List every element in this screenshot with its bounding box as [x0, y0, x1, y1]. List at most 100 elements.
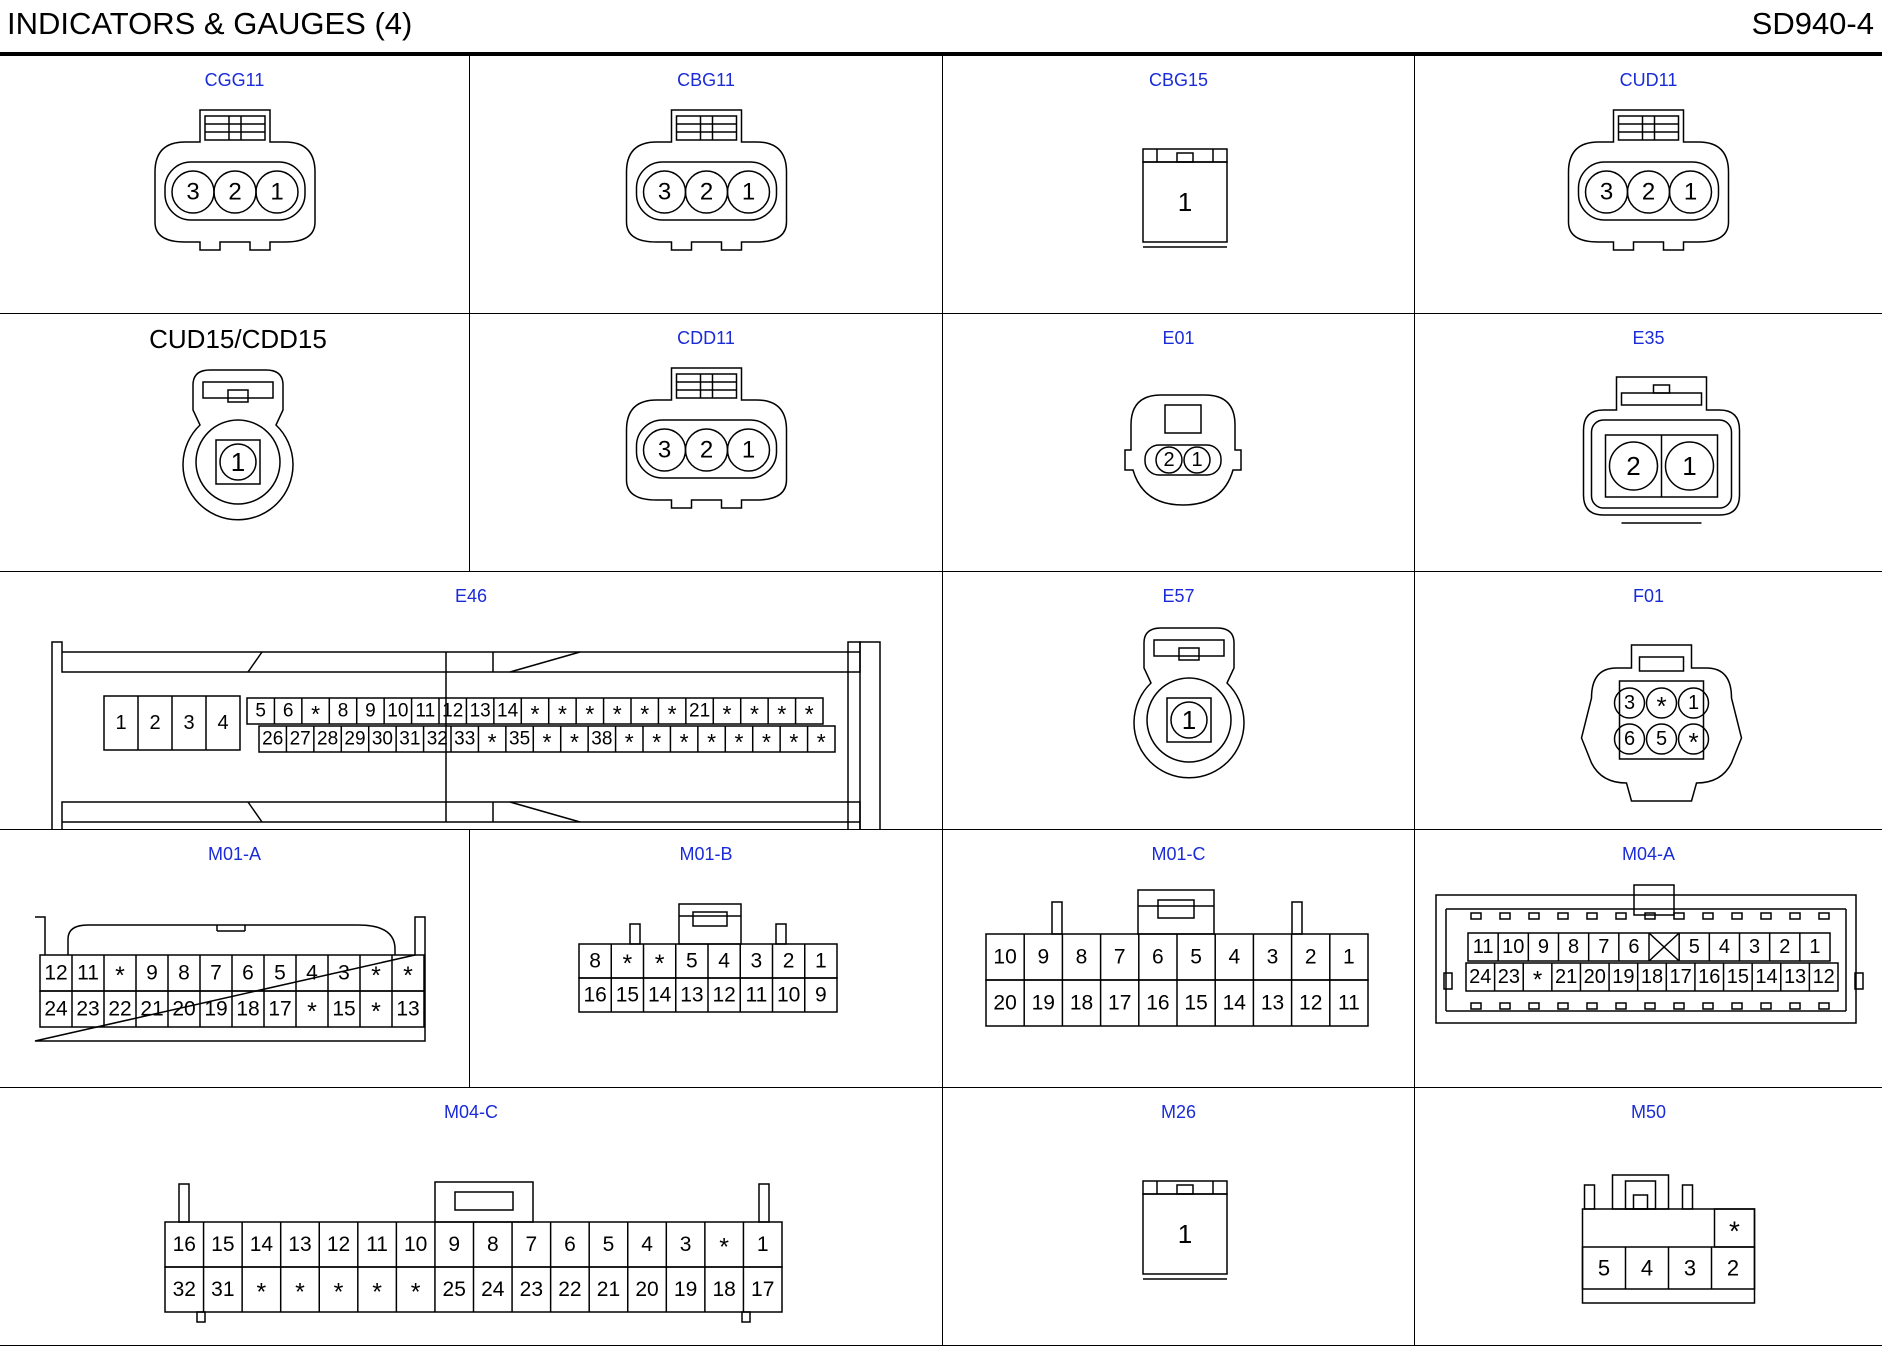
pin-number: 15	[211, 1233, 234, 1256]
connector-body	[1133, 627, 1245, 779]
pin-number: 3	[658, 437, 671, 464]
pin-number: 9	[815, 984, 827, 1007]
pin-number: 1	[1688, 692, 1699, 714]
pin-number: 14	[1223, 992, 1247, 1015]
pin-number: 11	[77, 962, 99, 985]
pin-number: 21	[689, 701, 710, 722]
pin-number: 12	[44, 962, 67, 985]
pin-number: *	[115, 962, 125, 990]
connector-label: M50	[1630, 1102, 1666, 1122]
pin-number: 13	[396, 998, 419, 1021]
pin-number: 11	[366, 1233, 388, 1256]
pin-number: *	[805, 701, 814, 727]
pin-number: 31	[211, 1278, 234, 1301]
pin-cavity	[1645, 723, 1678, 755]
connector-label: E01	[1162, 328, 1195, 348]
pin-number: 4	[1228, 946, 1240, 969]
pin-number: *	[585, 701, 594, 727]
pin-number: 32	[173, 1278, 196, 1301]
pin-number: 13	[288, 1233, 311, 1256]
pin-number: 4	[1719, 936, 1730, 958]
pin-number: 25	[443, 1278, 466, 1301]
connector-body	[1580, 644, 1743, 802]
pin-number: 3	[1684, 1256, 1696, 1281]
pin-number: 5	[1598, 1256, 1610, 1281]
pin-number: 4	[1641, 1256, 1653, 1281]
pin-number: *	[543, 729, 552, 755]
connector-label: CBG15	[1148, 70, 1209, 90]
pin-number: 26	[262, 729, 283, 750]
connector-label: M01-C	[1151, 844, 1206, 864]
connector-label: M01-B	[679, 844, 733, 864]
pin-number: 17	[1669, 966, 1691, 988]
pin-number: 8	[487, 1233, 499, 1256]
pin-number: 22	[558, 1278, 581, 1301]
pin-number: 35	[509, 729, 530, 750]
pin-number: 12	[442, 701, 463, 722]
pin-number: 14	[250, 1233, 274, 1256]
pin-number: *	[558, 701, 567, 727]
pin-number: 1	[1684, 179, 1697, 206]
pin-number: 20	[172, 998, 195, 1021]
pin-number: 3	[1624, 692, 1635, 714]
pin-number: *	[257, 1279, 267, 1307]
pin-number: *	[655, 950, 665, 978]
pin-number: 9	[1538, 936, 1549, 958]
pin-number: *	[372, 1279, 382, 1307]
pin-number: 5	[255, 701, 266, 722]
pin-number: 13	[680, 984, 703, 1007]
pin-number: 2	[700, 179, 713, 206]
pin-number: 1	[742, 437, 755, 464]
pin-number: 1	[1682, 451, 1696, 481]
connector-label: CUD15/CDD15	[149, 324, 327, 354]
pin-number: 9	[448, 1233, 460, 1256]
pin-number: *	[735, 729, 744, 755]
pin-number: 18	[1070, 992, 1093, 1015]
pin-number: 9	[146, 962, 158, 985]
pin-number: *	[750, 701, 759, 727]
pin-number: *	[411, 1279, 421, 1307]
pin-cavity	[1668, 170, 1713, 214]
pin-number: 6	[1624, 728, 1635, 750]
pin-number: 9	[365, 701, 376, 722]
pin-number: 19	[1032, 992, 1055, 1015]
pin-number: *	[623, 950, 633, 978]
pin-number: 2	[1305, 946, 1317, 969]
pin-number: 10	[1502, 936, 1524, 958]
pin-cavity	[1613, 723, 1646, 755]
pin-number: 24	[44, 998, 68, 1021]
pin-number: 12	[712, 984, 735, 1007]
pin-number: 22	[108, 998, 131, 1021]
connector-body	[625, 109, 788, 251]
pin-number: *	[371, 962, 381, 990]
pin-number: 2	[1642, 179, 1655, 206]
pin-number: 18	[712, 1278, 735, 1301]
pin-number: 8	[1568, 936, 1579, 958]
pin-number: 10	[993, 946, 1016, 969]
connector-label: CBG11	[677, 70, 735, 90]
pin-number: 38	[591, 729, 612, 750]
pin-number: *	[707, 729, 716, 755]
pin-number: 20	[993, 992, 1016, 1015]
pin-number: 3	[338, 962, 350, 985]
pin-number: 27	[290, 729, 311, 750]
connector-label: M01-A	[207, 844, 261, 864]
pin-number: 4	[217, 712, 228, 734]
pin-cavity	[1613, 687, 1646, 719]
pin-number: 2	[1779, 936, 1790, 958]
connector-label: E46	[454, 586, 488, 606]
pin-number: 7	[1114, 946, 1126, 969]
pin-number: 16	[583, 984, 606, 1007]
